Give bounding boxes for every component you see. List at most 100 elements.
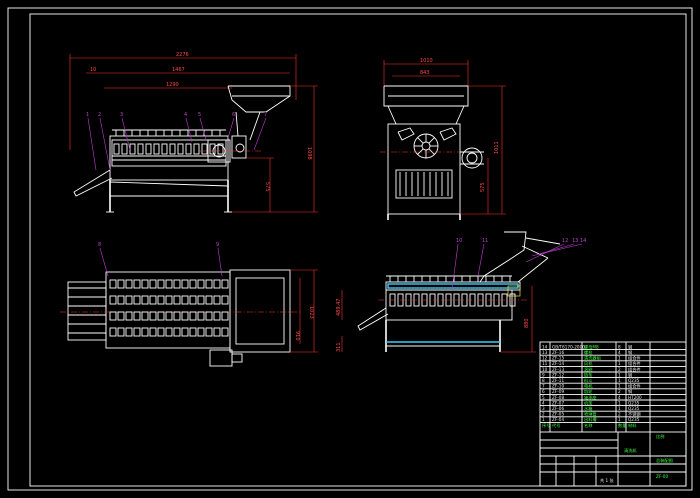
parts-list-cell: 1 (542, 417, 545, 422)
parts-list-cell: 水箱 (584, 405, 592, 412)
dim-offset: 10 (90, 67, 96, 73)
parts-list-cell: 风机 (584, 360, 593, 367)
parts-list-cell: 钢 (628, 388, 632, 395)
part-balloon: 11 (482, 238, 488, 244)
parts-list-cell: 2 (618, 389, 621, 394)
parts-list-header: 序号 (542, 422, 550, 429)
parts-list-cell: 1 (618, 406, 621, 411)
parts-list-cell: 出料槽 (584, 416, 597, 423)
parts-list-cell: 11 (542, 361, 548, 366)
parts-list-cell: 1 (618, 417, 621, 422)
part-balloon: 4 (184, 112, 187, 118)
dim-top-width: 1023 (308, 306, 314, 319)
parts-list-cell: 1 (618, 372, 621, 377)
parts-list-cell: ZF-09 (552, 389, 564, 394)
outer-frame (7, 7, 693, 491)
part-balloon: 8 (98, 242, 101, 248)
parts-list-cell: 8 (618, 344, 621, 349)
parts-list-cell: ZF-11 (552, 378, 564, 383)
parts-list-cell: Q235 (628, 378, 640, 383)
parts-list-cell: Q235 (628, 417, 640, 422)
parts-list-cell: 轴承座 (584, 394, 597, 401)
dim-tank-length: 1290 (166, 82, 179, 88)
parts-list-cell: 2 (542, 412, 545, 417)
title-drawing-name: 清洗机 (624, 447, 637, 454)
parts-list-cell: ZF-08 (552, 395, 564, 400)
dim-section-roller: 489.47 (336, 299, 342, 317)
parts-list-cell: 链条 (584, 371, 593, 378)
parts-list-cell: 4 (618, 395, 621, 400)
part-balloon: 1 (86, 112, 89, 118)
parts-list-cell: ZF-12 (552, 372, 564, 377)
dim-overall-length: 2276 (176, 52, 189, 58)
dim-side-width: 1010 (420, 58, 433, 64)
parts-list-cell: 1 (618, 356, 621, 361)
parts-list-cell: 组合件 (628, 366, 641, 373)
parts-list-cell: 组合件 (628, 383, 641, 390)
parts-list-cell: Q235 (628, 400, 640, 405)
parts-list-header: 材料 (628, 422, 637, 429)
parts-list-cell: 链轮 (584, 388, 593, 395)
part-balloon: 10 (456, 238, 462, 244)
parts-list-cell: 7 (542, 384, 545, 389)
parts-list-cell: 钢 (628, 371, 632, 378)
parts-list-cell: ZF-15 (552, 356, 564, 361)
parts-list-cell: 喷淋管 (584, 411, 597, 418)
dim-top-inner-width: 910 (294, 331, 300, 341)
dim-body-length: 1467 (172, 67, 185, 73)
title-sheet-label: 共 1 张 (600, 477, 615, 484)
parts-list-cell: 1 (618, 361, 621, 366)
parts-list-cell: 螺栓 (584, 349, 593, 356)
parts-list-cell: Q235 (628, 406, 640, 411)
parts-list-cell: HT200 (628, 395, 642, 400)
parts-list-cell: 钢 (628, 349, 632, 356)
parts-list-cell: ZF-14 (552, 361, 564, 366)
parts-list-cell: 9 (542, 372, 545, 377)
parts-list-cell: ZF-04 (552, 417, 564, 422)
parts-list-cell: 1 (618, 400, 621, 405)
parts-list-cell: ZF-13 (552, 367, 564, 372)
parts-list-cell: 14 (542, 344, 548, 349)
parts-list-cell: 1 (618, 378, 621, 383)
parts-list-cell: 12 (542, 356, 548, 361)
parts-list-cell: 不锈钢 (628, 411, 641, 418)
parts-list-header: 数量 (618, 422, 626, 429)
parts-list-cell: 料斗 (584, 377, 592, 384)
parts-list-cell: 机架 (584, 399, 592, 406)
parts-list-cell: 10 (542, 367, 548, 372)
part-balloon: 14 (580, 238, 586, 244)
parts-list-cell: ZF-07 (552, 400, 564, 405)
title-drawing-number: ZF-00 (656, 474, 668, 479)
part-balloon: 5 (198, 112, 201, 118)
dim-front-work-height: 575 (264, 182, 270, 192)
parts-list-cell: 5 (542, 395, 545, 400)
parts-list-cell: GB/T6170-2000 (552, 344, 585, 349)
parts-list-cell: 2 (618, 412, 621, 417)
dim-side-work-height: 575 (480, 182, 486, 192)
parts-list-cell: 8 (542, 378, 545, 383)
part-balloon: 3 (120, 112, 123, 118)
parts-list-cell: 组合件 (628, 355, 641, 362)
parts-list-cell: ZF-16 (552, 350, 564, 355)
parts-list-cell: ZF-05 (552, 412, 564, 417)
side-view: 1010 843 1011 575 (380, 58, 506, 220)
part-balloon: 12 (562, 238, 568, 244)
parts-list-cell: 13 (542, 350, 548, 355)
parts-list-header: 代号 (552, 422, 560, 429)
parts-list-header: 名称 (584, 422, 592, 429)
inner-frame (29, 13, 687, 487)
dim-side-height: 1011 (494, 141, 500, 154)
parts-list-cell: ZF-10 (552, 384, 564, 389)
part-balloon: 2 (98, 112, 101, 118)
dim-section-height: 880 (524, 318, 530, 328)
dim-side-inner-width: 843 (420, 70, 430, 76)
parts-list-cell: 组合件 (628, 360, 641, 367)
parts-list-cell: 滚刷 (584, 366, 592, 373)
parts-list-cell: ZF-06 (552, 406, 564, 411)
parts-list-cell: 6 (542, 389, 545, 394)
parts-list-cell: 1 (618, 384, 621, 389)
parts-list-cell: 电机 (584, 383, 593, 390)
